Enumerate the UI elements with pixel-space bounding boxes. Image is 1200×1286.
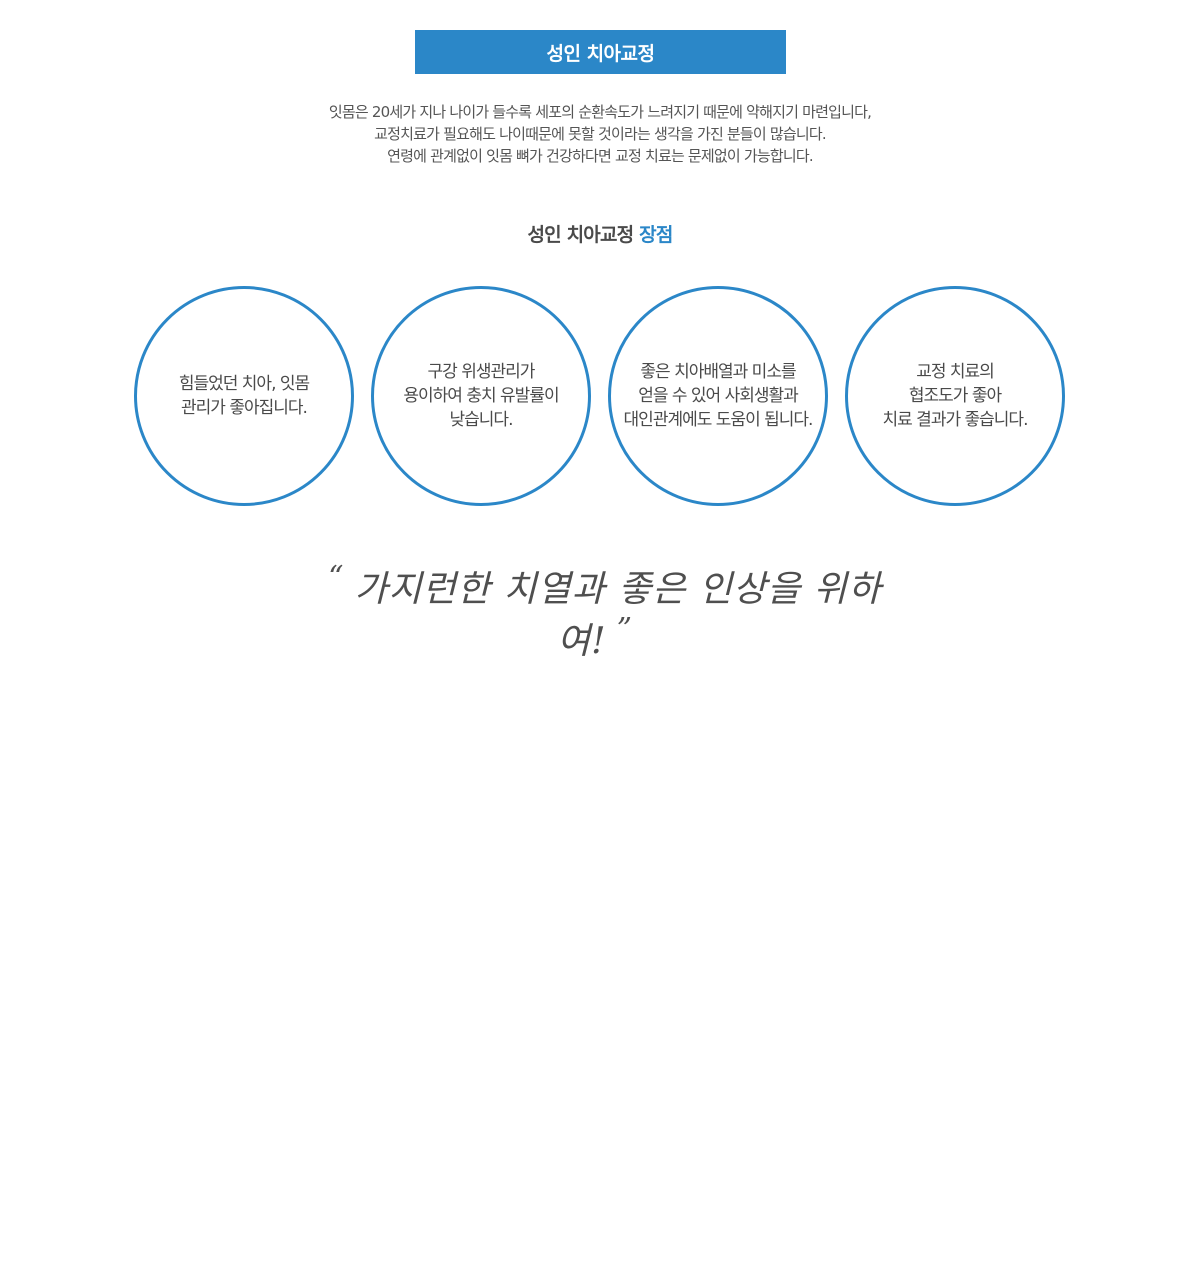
intro-line-1: 잇몸은 20세가 지나 나이가 들수록 세포의 순환속도가 느려지기 때문에 약… <box>328 103 872 121</box>
advantage-text-3: 좋은 치아배열과 미소를 얻을 수 있어 사회생활과 대인관계에도 도움이 됩니… <box>623 362 814 430</box>
advantage-text-4: 교정 치료의 협조도가 좋아 치료 결과가 좋습니다. <box>882 362 1029 430</box>
slogan-quote: “ 가지런한 치열과 좋은 인상을 위하여!” <box>300 560 900 664</box>
open-quote-mark: “ <box>328 560 345 595</box>
advantage-circle-1: 힘들었던 치아, 잇몸 관리가 좋아집니다. <box>134 286 354 506</box>
advantage-circle-3: 좋은 치아배열과 미소를 얻을 수 있어 사회생활과 대인관계에도 도움이 됩니… <box>608 286 828 506</box>
intro-line-2: 교정치료가 필요해도 나이때문에 못할 것이라는 생각을 가진 분들이 많습니다… <box>374 125 827 143</box>
slogan-text: 가지런한 치열과 좋은 인상을 위하여! <box>354 569 882 662</box>
advantage-text-1: 힘들었던 치아, 잇몸 관리가 좋아집니다. <box>178 374 310 418</box>
advantages-heading-accent: 장점 <box>639 224 673 246</box>
section-title: 성인 치아교정 <box>546 42 656 65</box>
advantage-text-2: 구강 위생관리가 용이하여 충치 유발률이 낮습니다. <box>403 362 559 430</box>
advantages-heading: 성인 치아교정 장점 <box>300 220 900 247</box>
intro-paragraph: 잇몸은 20세가 지나 나이가 들수록 세포의 순환속도가 느려지기 때문에 약… <box>200 101 1000 167</box>
section-title-banner: 성인 치아교정 <box>415 30 786 74</box>
advantage-circle-2: 구강 위생관리가 용이하여 충치 유발률이 낮습니다. <box>371 286 591 506</box>
advantage-circle-4: 교정 치료의 협조도가 좋아 치료 결과가 좋습니다. <box>845 286 1065 506</box>
intro-line-3: 연령에 관계없이 잇몸 뼈가 건강하다면 교정 치료는 문제없이 가능합니다. <box>387 147 814 165</box>
advantages-heading-main: 성인 치아교정 <box>527 224 634 246</box>
close-quote-mark: ” <box>616 612 633 647</box>
